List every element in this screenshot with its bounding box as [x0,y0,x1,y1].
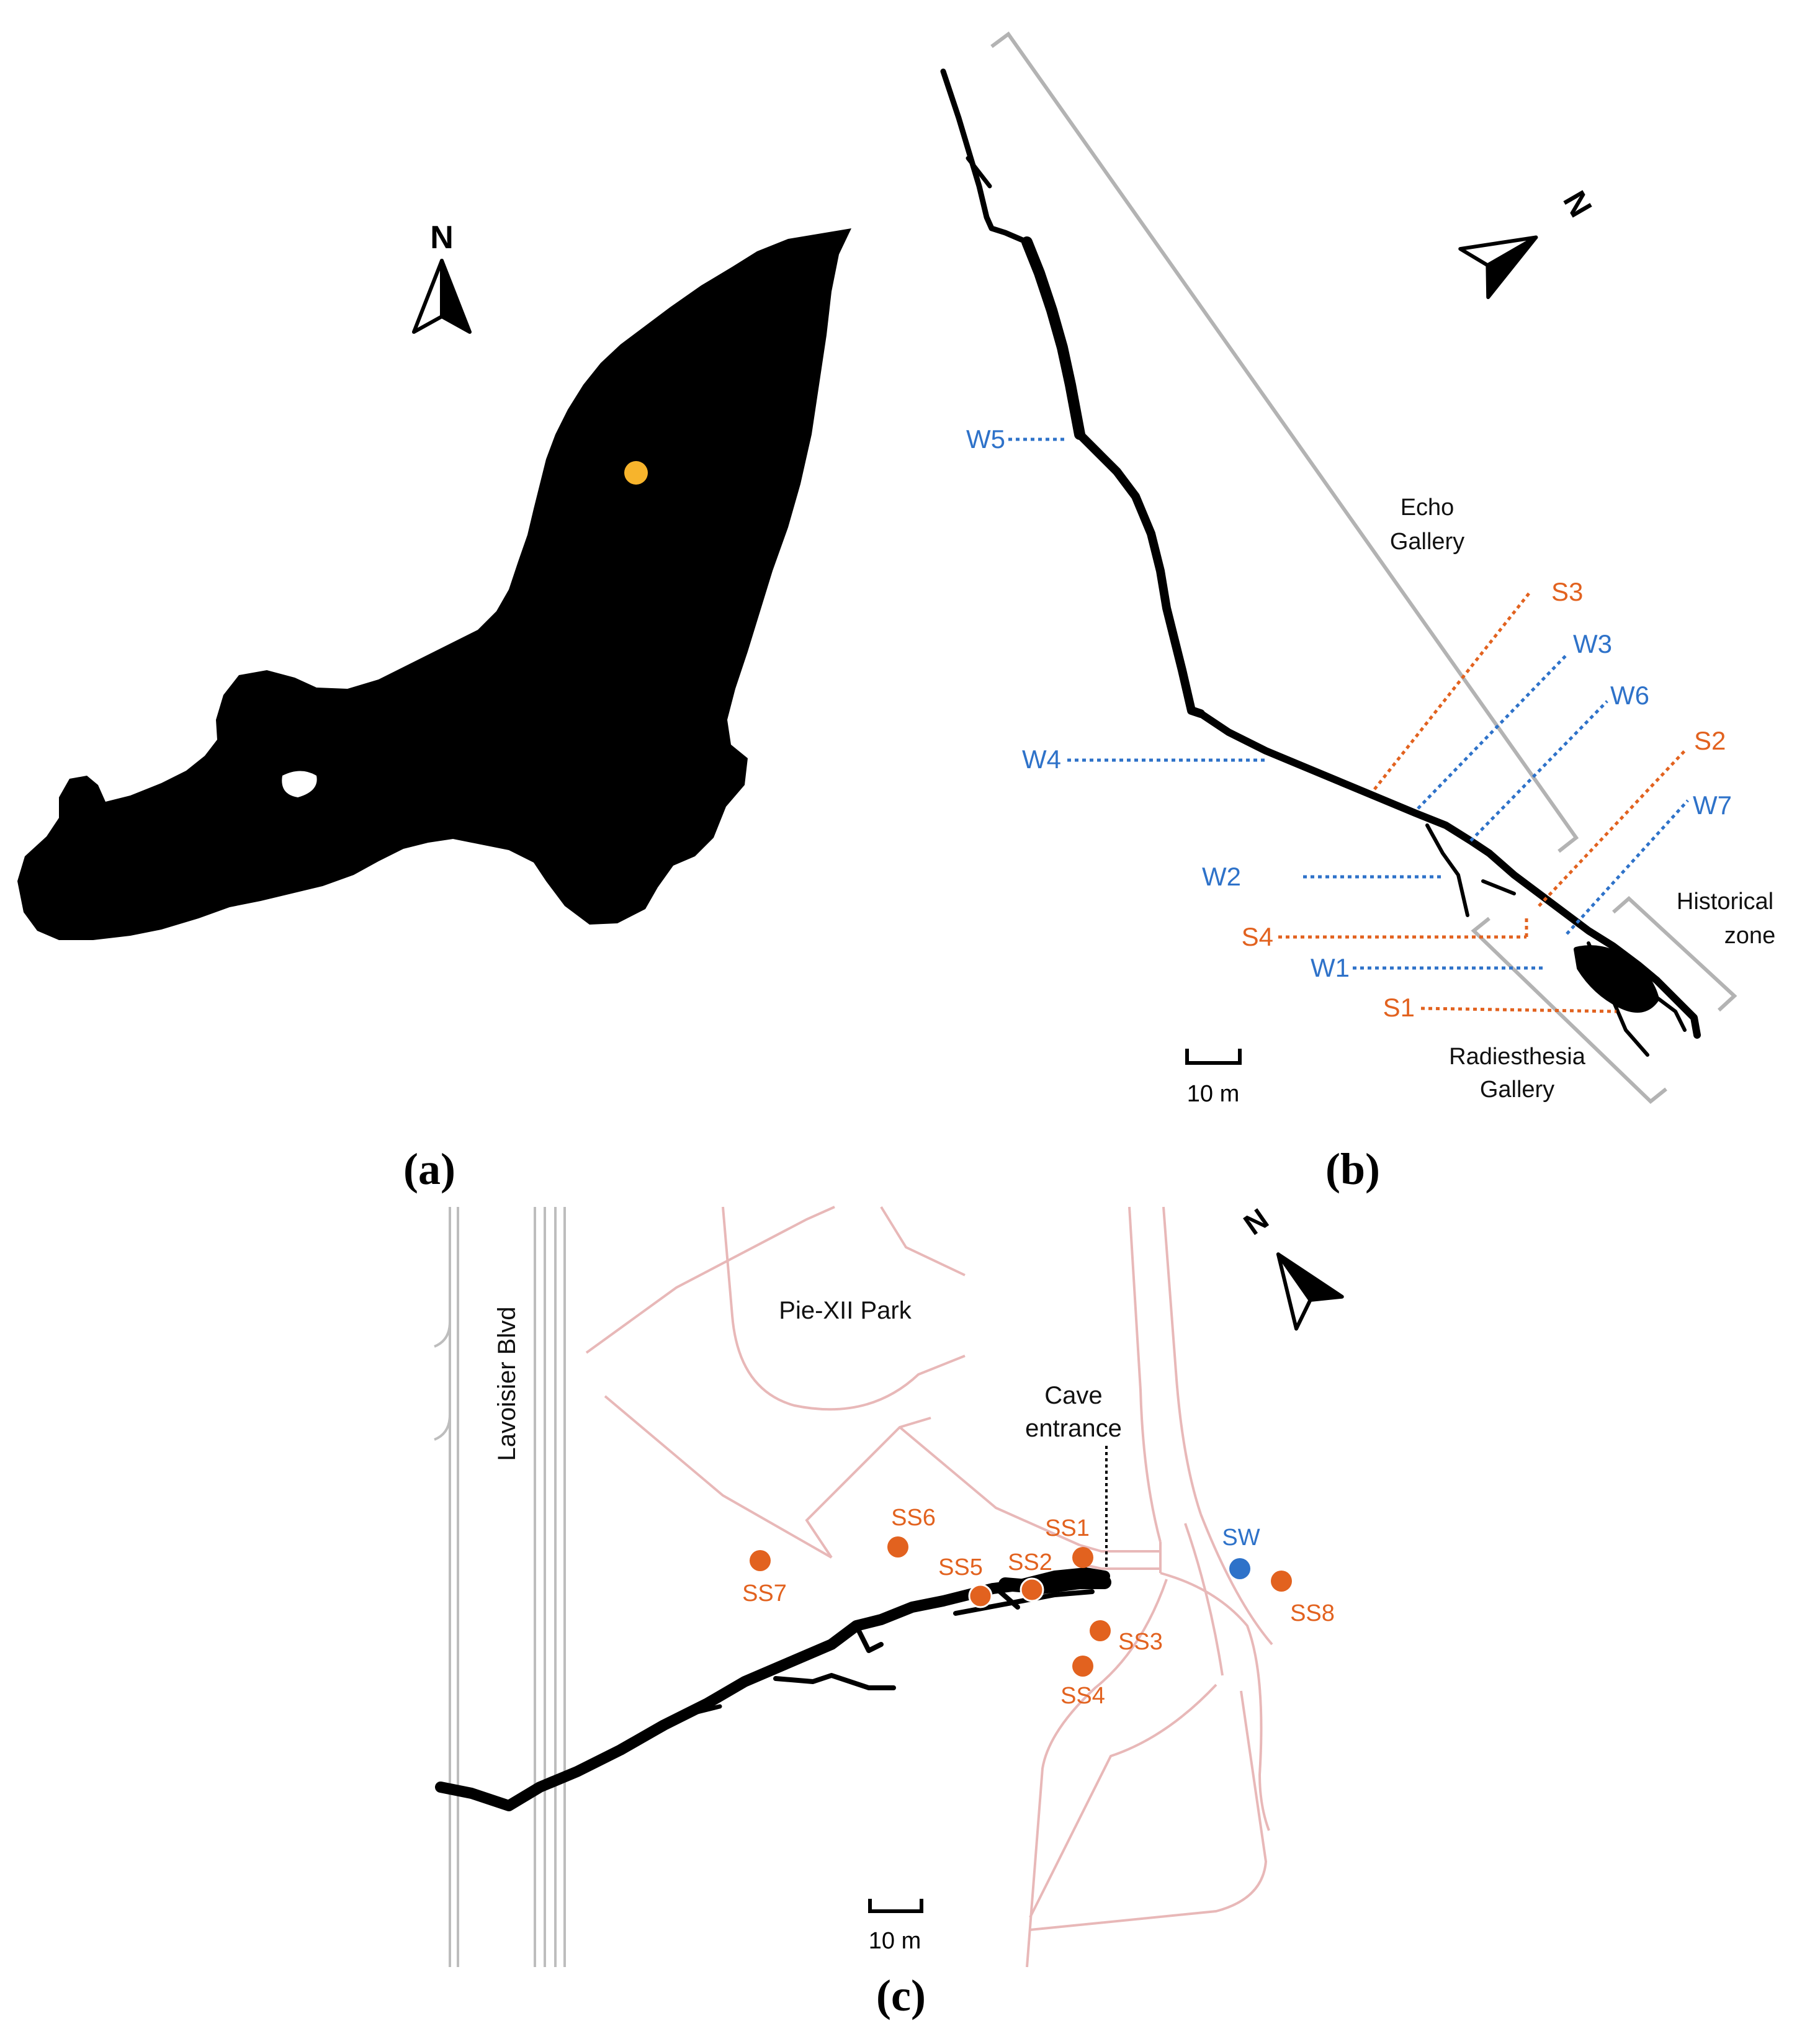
island-silhouette [17,228,851,940]
lavoisier-road [434,1207,566,1967]
historical-zone-label-2: zone [1724,923,1775,949]
scale-label-b: 10 m [1187,1081,1239,1107]
sample-ss7-label: SS7 [742,1580,787,1607]
site-label-w7: W7 [1693,791,1732,820]
panel-c-caption: (c) [876,1971,926,2020]
sample-ss6-label: SS6 [891,1505,936,1531]
north-arrow-icon-c [1276,1252,1344,1331]
entrance-label-1: Cave [1044,1382,1102,1409]
sample-ss5-label: SS5 [938,1554,983,1580]
radiesthesia-gallery-label-1: Radiesthesia [1449,1044,1586,1070]
radiesthesia-gallery-bracket [1471,917,1667,1104]
park-label: Pie-XII Park [779,1297,912,1324]
echo-gallery-label-2: Gallery [1390,529,1464,555]
sample-ss6-marker [887,1536,908,1558]
historical-zone-label-1: Historical [1677,889,1773,915]
north-arrow-icon-b [1458,235,1538,299]
site-label-s2: S2 [1694,726,1726,755]
sample-ss5-marker [968,1584,993,1608]
echo-gallery-label-1: Echo [1401,495,1455,521]
panel-b-caption: (b) [1325,1144,1380,1194]
panel-a-caption: (a) [403,1144,455,1194]
echo-gallery-bracket [990,31,1579,853]
site-label-w6: W6 [1610,681,1649,710]
sample-markers [750,1536,1292,1677]
sample-ss3-label: SS3 [1118,1629,1163,1655]
sample-ss1-label: SS1 [1045,1515,1090,1541]
radiesthesia-gallery-label-2: Gallery [1480,1077,1554,1103]
entrance-label-2: entrance [1025,1415,1122,1442]
site-label-w5: W5 [966,424,1005,454]
panel-a: N (a) [17,220,851,1194]
site-label-w1: W1 [1311,953,1350,982]
cave-passage-b [940,68,1701,1057]
sample-ss3-marker [1090,1620,1111,1641]
north-label-c: N [1238,1203,1275,1242]
leader-lines-b [1008,437,1689,1013]
north-arrow-icon [412,259,472,334]
sample-ss4-marker [1072,1656,1093,1677]
site-label-s1: S1 [1383,993,1415,1022]
sample-ss2-marker [1020,1577,1044,1602]
scale-bar-c [868,1899,923,1913]
scale-bar-b [1185,1049,1242,1065]
sample-ss1-marker [1072,1547,1093,1568]
site-label-w3: W3 [1573,629,1612,658]
sample-sw-label: SW [1222,1525,1260,1551]
scale-label-c: 10 m [869,1928,921,1954]
site-label-w4: W4 [1022,745,1061,774]
site-label-s3: S3 [1551,577,1583,606]
panel-b: N W5 W4 W2 W1 W3 W6 W7 S3 S2 [940,31,1775,1194]
street-label: Lavoisier Blvd [493,1306,521,1461]
sample-sw-marker [1229,1558,1250,1579]
cave-location-marker [624,461,648,485]
sample-ss7-marker [750,1550,771,1571]
sample-ss2-label: SS2 [1008,1549,1052,1576]
cave-passage-c [435,1567,1111,1811]
historical-zone-bracket [1612,895,1737,1012]
sample-ss8-marker [1271,1571,1292,1592]
site-label-s4: S4 [1242,922,1273,951]
park-outlines [585,1206,1273,1968]
north-label: N [430,220,454,256]
panel-c: SS1 SS2 SS3 SS4 SS5 SS6 SS7 SS8 SW Lavoi… [434,1203,1344,2020]
north-label-b: N [1556,185,1598,223]
shore-notch [282,771,317,797]
site-label-w2: W2 [1202,862,1241,891]
sample-ss8-label: SS8 [1290,1600,1335,1626]
sample-ss4-label: SS4 [1060,1683,1105,1709]
